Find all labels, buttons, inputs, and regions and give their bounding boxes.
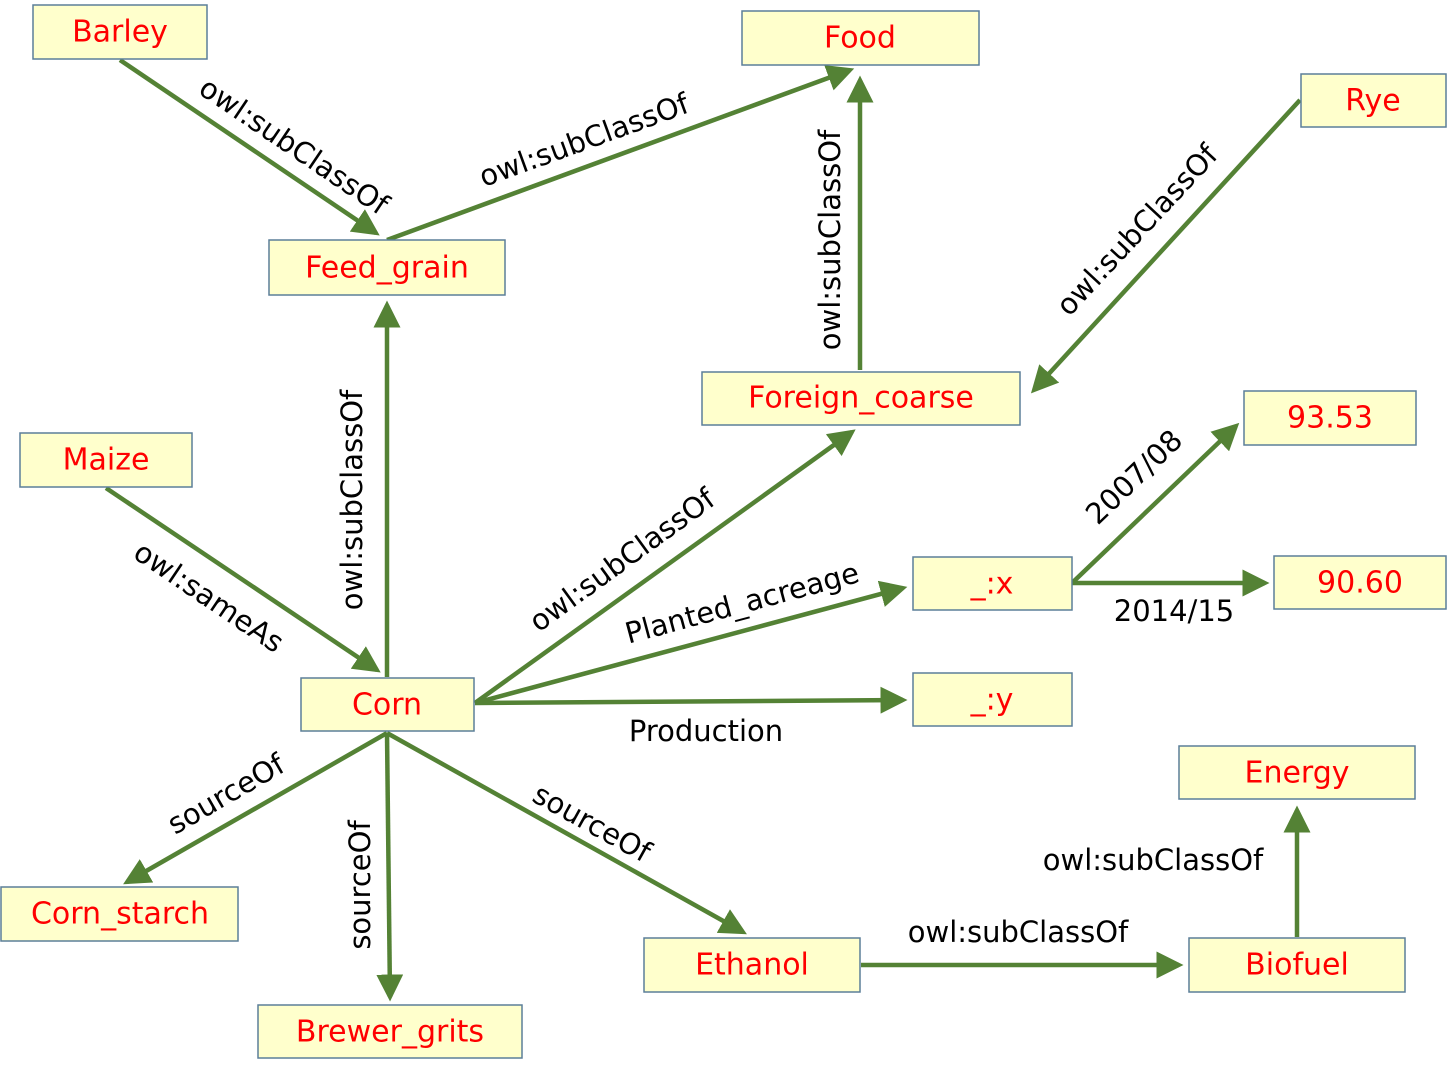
node-value-2007[interactable]: 93.53 — [1243, 390, 1417, 446]
edge-labels: owl:subClassOf owl:subClassOf owl:subCla… — [128, 70, 1264, 949]
edge-label-ethanol-biofuel: owl:subClassOf — [908, 915, 1129, 949]
node-brewer-grits[interactable]: Brewer_grits — [257, 1004, 523, 1059]
node-label: Biofuel — [1245, 948, 1349, 983]
node-food[interactable]: Food — [741, 10, 980, 66]
node-label: _:y — [970, 683, 1014, 718]
node-barley[interactable]: Barley — [32, 4, 208, 60]
node-label: Ethanol — [695, 948, 809, 983]
node-box — [300, 677, 475, 732]
edge-label-x-2007: 2007/08 — [1079, 423, 1189, 531]
edge-corn-ethanol — [385, 731, 747, 935]
node-box — [0, 886, 239, 942]
node-box — [1300, 73, 1447, 128]
node-label: 93.53 — [1287, 401, 1373, 436]
node-label: _:x — [970, 567, 1014, 602]
edge-label-rye-foreign-coarse: owl:subClassOf — [1049, 137, 1225, 322]
edge-maize-corn — [104, 486, 381, 673]
edge-x-2007 — [1070, 422, 1240, 585]
node-corn-starch[interactable]: Corn_starch — [0, 886, 239, 942]
node-label: Corn_starch — [31, 897, 209, 932]
node-foreign-coarse[interactable]: Foreign_coarse — [701, 371, 1021, 426]
node-corn[interactable]: Corn — [300, 677, 475, 732]
edge-label-corn-feed-grain: owl:subClassOf — [335, 389, 369, 610]
node-box — [19, 432, 193, 488]
edges — [104, 58, 1311, 1002]
node-ethanol[interactable]: Ethanol — [643, 937, 861, 993]
edge-rye-foreign-coarse — [1030, 98, 1302, 394]
node-value-2014[interactable]: 90.60 — [1273, 555, 1447, 610]
node-rye[interactable]: Rye — [1300, 73, 1447, 128]
edge-label-foreign-coarse-food: owl:subClassOf — [813, 129, 847, 350]
node-label: Maize — [63, 443, 150, 478]
node-box — [912, 556, 1073, 611]
node-box — [701, 371, 1021, 426]
edge-corn-y — [474, 686, 908, 714]
node-box — [1273, 555, 1447, 610]
nodes: Barley Food Rye Feed_grain Foreign_coars… — [0, 4, 1447, 1059]
node-biofuel[interactable]: Biofuel — [1188, 937, 1406, 993]
node-box — [741, 10, 980, 66]
node-box — [912, 672, 1073, 727]
node-box — [643, 937, 861, 993]
node-box — [32, 4, 208, 60]
node-box — [268, 239, 506, 296]
node-y[interactable]: _:y — [912, 672, 1073, 727]
edge-corn-foreign-coarse — [473, 429, 856, 705]
edge-feed-grain-food — [386, 65, 855, 243]
node-label: Corn — [352, 688, 422, 723]
edge-label-corn-brewer-grits: sourceOf — [343, 820, 377, 950]
node-energy[interactable]: Energy — [1178, 745, 1416, 800]
node-label: Feed_grain — [305, 251, 469, 286]
node-feed-grain[interactable]: Feed_grain — [268, 239, 506, 296]
edge-label-biofuel-energy: owl:subClassOf — [1043, 843, 1264, 877]
node-label: 90.60 — [1317, 566, 1403, 601]
node-label: Brewer_grits — [296, 1015, 484, 1050]
edge-barley-feed-grain — [118, 58, 380, 236]
edge-corn-corn-starch — [123, 731, 389, 885]
node-box — [1178, 745, 1416, 800]
node-box — [257, 1004, 523, 1059]
edge-corn-brewer-grits — [376, 732, 404, 1002]
node-x[interactable]: _:x — [912, 556, 1073, 611]
node-label: Barley — [72, 15, 168, 50]
edge-corn-x — [474, 580, 908, 706]
node-box — [1188, 937, 1406, 993]
edge-label-barley-feed-grain: owl:subClassOf — [193, 70, 395, 222]
node-label: Foreign_coarse — [748, 381, 974, 416]
edge-label-x-2014: 2014/15 — [1114, 594, 1234, 628]
node-box — [1243, 390, 1417, 446]
node-label: Food — [824, 21, 896, 56]
node-label: Energy — [1244, 756, 1349, 791]
node-label: Rye — [1345, 84, 1400, 119]
node-maize[interactable]: Maize — [19, 432, 193, 488]
edge-label-corn-y: Production — [629, 714, 783, 748]
